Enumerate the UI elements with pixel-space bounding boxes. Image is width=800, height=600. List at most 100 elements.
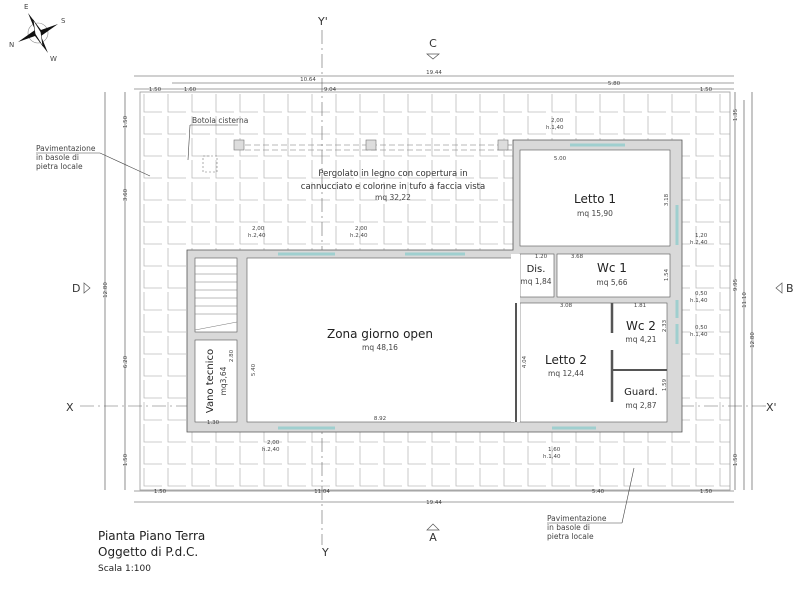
pergola — [202, 139, 513, 173]
section-b: B — [786, 282, 794, 295]
room-name: Wc 1 — [597, 261, 627, 275]
svg-text:19.44: 19.44 — [426, 70, 442, 76]
cistern-hatch — [202, 155, 218, 173]
svg-text:h.2,40: h.2,40 — [350, 233, 368, 239]
svg-text:h.2,40: h.2,40 — [248, 233, 266, 239]
svg-text:h.1,40: h.1,40 — [690, 332, 708, 338]
section-arrow-icon — [83, 282, 91, 294]
pergola-note: Pergolato in legno con copertura in — [318, 169, 467, 179]
room-area: mq3,64 — [219, 366, 228, 395]
axis-y-prime: Y' — [317, 15, 328, 28]
stair — [194, 257, 238, 333]
section-c: C — [429, 37, 437, 50]
svg-text:19.44: 19.44 — [426, 500, 442, 506]
paving-note: in basole di — [36, 153, 79, 162]
svg-text:h.1,40: h.1,40 — [546, 125, 564, 131]
svg-text:1.50: 1.50 — [123, 115, 129, 128]
svg-text:6.20: 6.20 — [123, 355, 129, 368]
room-name: Zona giorno open — [327, 327, 433, 341]
axis-x-prime: X' — [766, 401, 777, 414]
room-area: mq 15,90 — [577, 209, 613, 218]
room-name: Dis. — [527, 264, 546, 275]
room-area: mq 5,66 — [596, 278, 627, 287]
window-labels: 2,00h.1,40 2,00h.2,40 2,00h.2,40 1,20h.2… — [248, 118, 708, 460]
svg-text:3.08: 3.08 — [560, 303, 573, 309]
pergola-area: mq 32,22 — [375, 193, 411, 202]
section-a: A — [429, 531, 437, 544]
svg-text:2.33: 2.33 — [662, 319, 668, 332]
compass-s: S — [61, 17, 66, 25]
svg-text:3.18: 3.18 — [664, 193, 670, 206]
svg-text:2,00: 2,00 — [267, 440, 280, 446]
compass-rose-icon: E S W N — [9, 3, 66, 63]
pergola-note: cannucciato e colonne in tufo a faccia v… — [301, 182, 485, 192]
pergola-column — [365, 139, 377, 151]
svg-text:1.30: 1.30 — [207, 420, 220, 426]
svg-text:1.54: 1.54 — [664, 268, 670, 281]
paving-note: Pavimentazione — [547, 514, 607, 523]
stair-steps — [194, 265, 238, 331]
pergola-column — [497, 139, 509, 151]
svg-text:5.40: 5.40 — [251, 363, 257, 376]
room-name: Letto 1 — [574, 192, 616, 206]
paving-note: in basole di — [547, 523, 590, 532]
svg-text:5.40: 5.40 — [592, 489, 605, 495]
paving-note: pietra locale — [547, 532, 594, 541]
svg-text:0,50: 0,50 — [695, 325, 708, 331]
section-arrow-icon — [426, 523, 440, 531]
room-name: Guard. — [624, 387, 658, 398]
svg-text:1.35: 1.35 — [733, 108, 739, 121]
svg-text:3.60: 3.60 — [123, 188, 129, 201]
dis-room — [519, 253, 555, 298]
section-arrow-icon — [426, 53, 440, 60]
svg-text:2,00: 2,00 — [551, 118, 564, 124]
svg-text:1.50: 1.50 — [149, 87, 162, 93]
svg-text:1.81: 1.81 — [634, 303, 646, 309]
dimension-labels: 19.44 10.64 5.80 1.50 1.50 1.60 9.04 1.5… — [103, 70, 756, 506]
room-name: Letto 2 — [545, 353, 587, 367]
svg-text:4.04: 4.04 — [522, 355, 528, 368]
section-arrow-icon — [775, 282, 783, 294]
drawing-scale: Scala 1:100 — [98, 564, 151, 574]
vano-tecnico-room — [194, 339, 238, 423]
svg-text:1.50: 1.50 — [123, 453, 129, 466]
drawing-subtitle: Oggetto di P.d.C. — [98, 545, 198, 559]
drawing-title: Pianta Piano Terra — [98, 529, 205, 543]
svg-text:10.64: 10.64 — [300, 77, 316, 83]
svg-text:12.80: 12.80 — [103, 282, 109, 298]
svg-text:9.95: 9.95 — [733, 278, 739, 291]
svg-text:11.10: 11.10 — [742, 292, 748, 308]
svg-text:2.80: 2.80 — [229, 349, 235, 362]
wc1-room — [556, 253, 671, 298]
room-area: mq 4,21 — [625, 335, 656, 344]
svg-text:1,60: 1,60 — [548, 447, 561, 453]
room-area: mq 12,44 — [548, 369, 584, 378]
svg-text:1.50: 1.50 — [700, 87, 713, 93]
svg-text:3.68: 3.68 — [571, 254, 584, 260]
letto1-room — [519, 149, 671, 247]
svg-text:1.20: 1.20 — [535, 254, 548, 260]
dimension-lines — [104, 75, 753, 503]
svg-text:h.2,40: h.2,40 — [262, 447, 280, 453]
axis-x: X — [66, 401, 74, 414]
svg-text:1,20: 1,20 — [695, 233, 708, 239]
room-area: mq 2,87 — [625, 401, 656, 410]
svg-text:11.04: 11.04 — [314, 489, 330, 495]
svg-text:9.04: 9.04 — [324, 87, 337, 93]
compass-w: W — [50, 55, 57, 63]
svg-text:5.00: 5.00 — [554, 156, 567, 162]
svg-text:1.60: 1.60 — [184, 87, 197, 93]
svg-text:0,50: 0,50 — [695, 291, 708, 297]
pergola-column — [233, 139, 245, 151]
svg-text:2,00: 2,00 — [355, 226, 368, 232]
svg-text:1.50: 1.50 — [733, 453, 739, 466]
section-d: D — [72, 282, 80, 295]
svg-text:1.50: 1.50 — [154, 489, 167, 495]
svg-text:1.50: 1.50 — [700, 489, 713, 495]
svg-text:h.2,40: h.2,40 — [690, 240, 708, 246]
svg-text:5.80: 5.80 — [608, 81, 621, 87]
compass-n: N — [9, 41, 14, 49]
svg-text:h.1,40: h.1,40 — [543, 454, 561, 460]
room-area: mq 48,16 — [362, 343, 398, 352]
